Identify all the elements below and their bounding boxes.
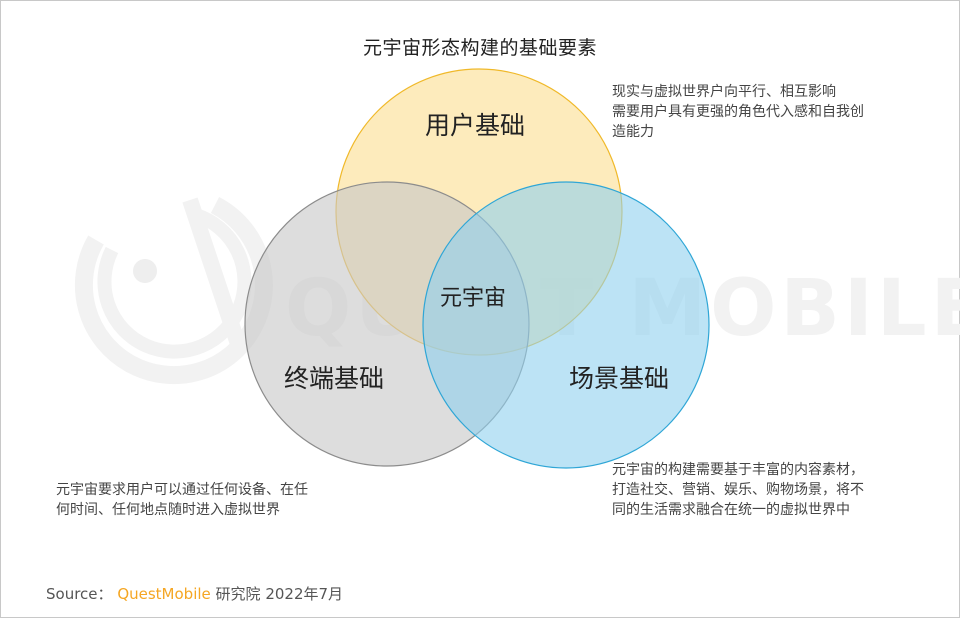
note-line: 元宇宙的构建需要基于丰富的内容素材， (612, 462, 864, 478)
source-brand: QuestMobile (117, 585, 211, 603)
note-line: 现实与虚拟世界户向平行、相互影响 (612, 84, 836, 100)
note-line: 打造社交、营销、娱乐、购物场景，将不 (612, 482, 864, 498)
note-line: 需要用户具有更强的角色代入感和自我创 (612, 104, 864, 120)
note-line: 何时间、任何地点随时进入虚拟世界 (56, 502, 280, 518)
source-prefix: Source： (46, 585, 113, 603)
note-user-foundation: 现实与虚拟世界户向平行、相互影响 需要用户具有更强的角色代入感和自我创 造能力 (612, 82, 864, 142)
label-user-foundation: 用户基础 (425, 111, 526, 140)
circle-scene (422, 181, 710, 469)
label-metaverse: 元宇宙 (440, 286, 507, 311)
note-terminal-foundation: 元宇宙要求用户可以通过任何设备、在任 何时间、任何地点随时进入虚拟世界 (56, 480, 308, 520)
label-scene-foundation: 场景基础 (569, 364, 670, 393)
source-caption: Source： QuestMobile 研究院 2022年7月 (46, 583, 343, 604)
note-line: 造能力 (612, 124, 654, 140)
source-suffix: 研究院 2022年7月 (215, 585, 344, 603)
note-scene-foundation: 元宇宙的构建需要基于丰富的内容素材， 打造社交、营销、娱乐、购物场景，将不 同的… (612, 460, 864, 520)
questmobile-logo-icon (74, 197, 273, 385)
label-terminal-foundation: 终端基础 (284, 364, 385, 393)
note-line: 同的生活需求融合在统一的虚拟世界中 (612, 502, 850, 518)
note-line: 元宇宙要求用户可以通过任何设备、在任 (56, 482, 308, 498)
diagram-title: 元宇宙形态构建的基础要素 (362, 37, 597, 59)
